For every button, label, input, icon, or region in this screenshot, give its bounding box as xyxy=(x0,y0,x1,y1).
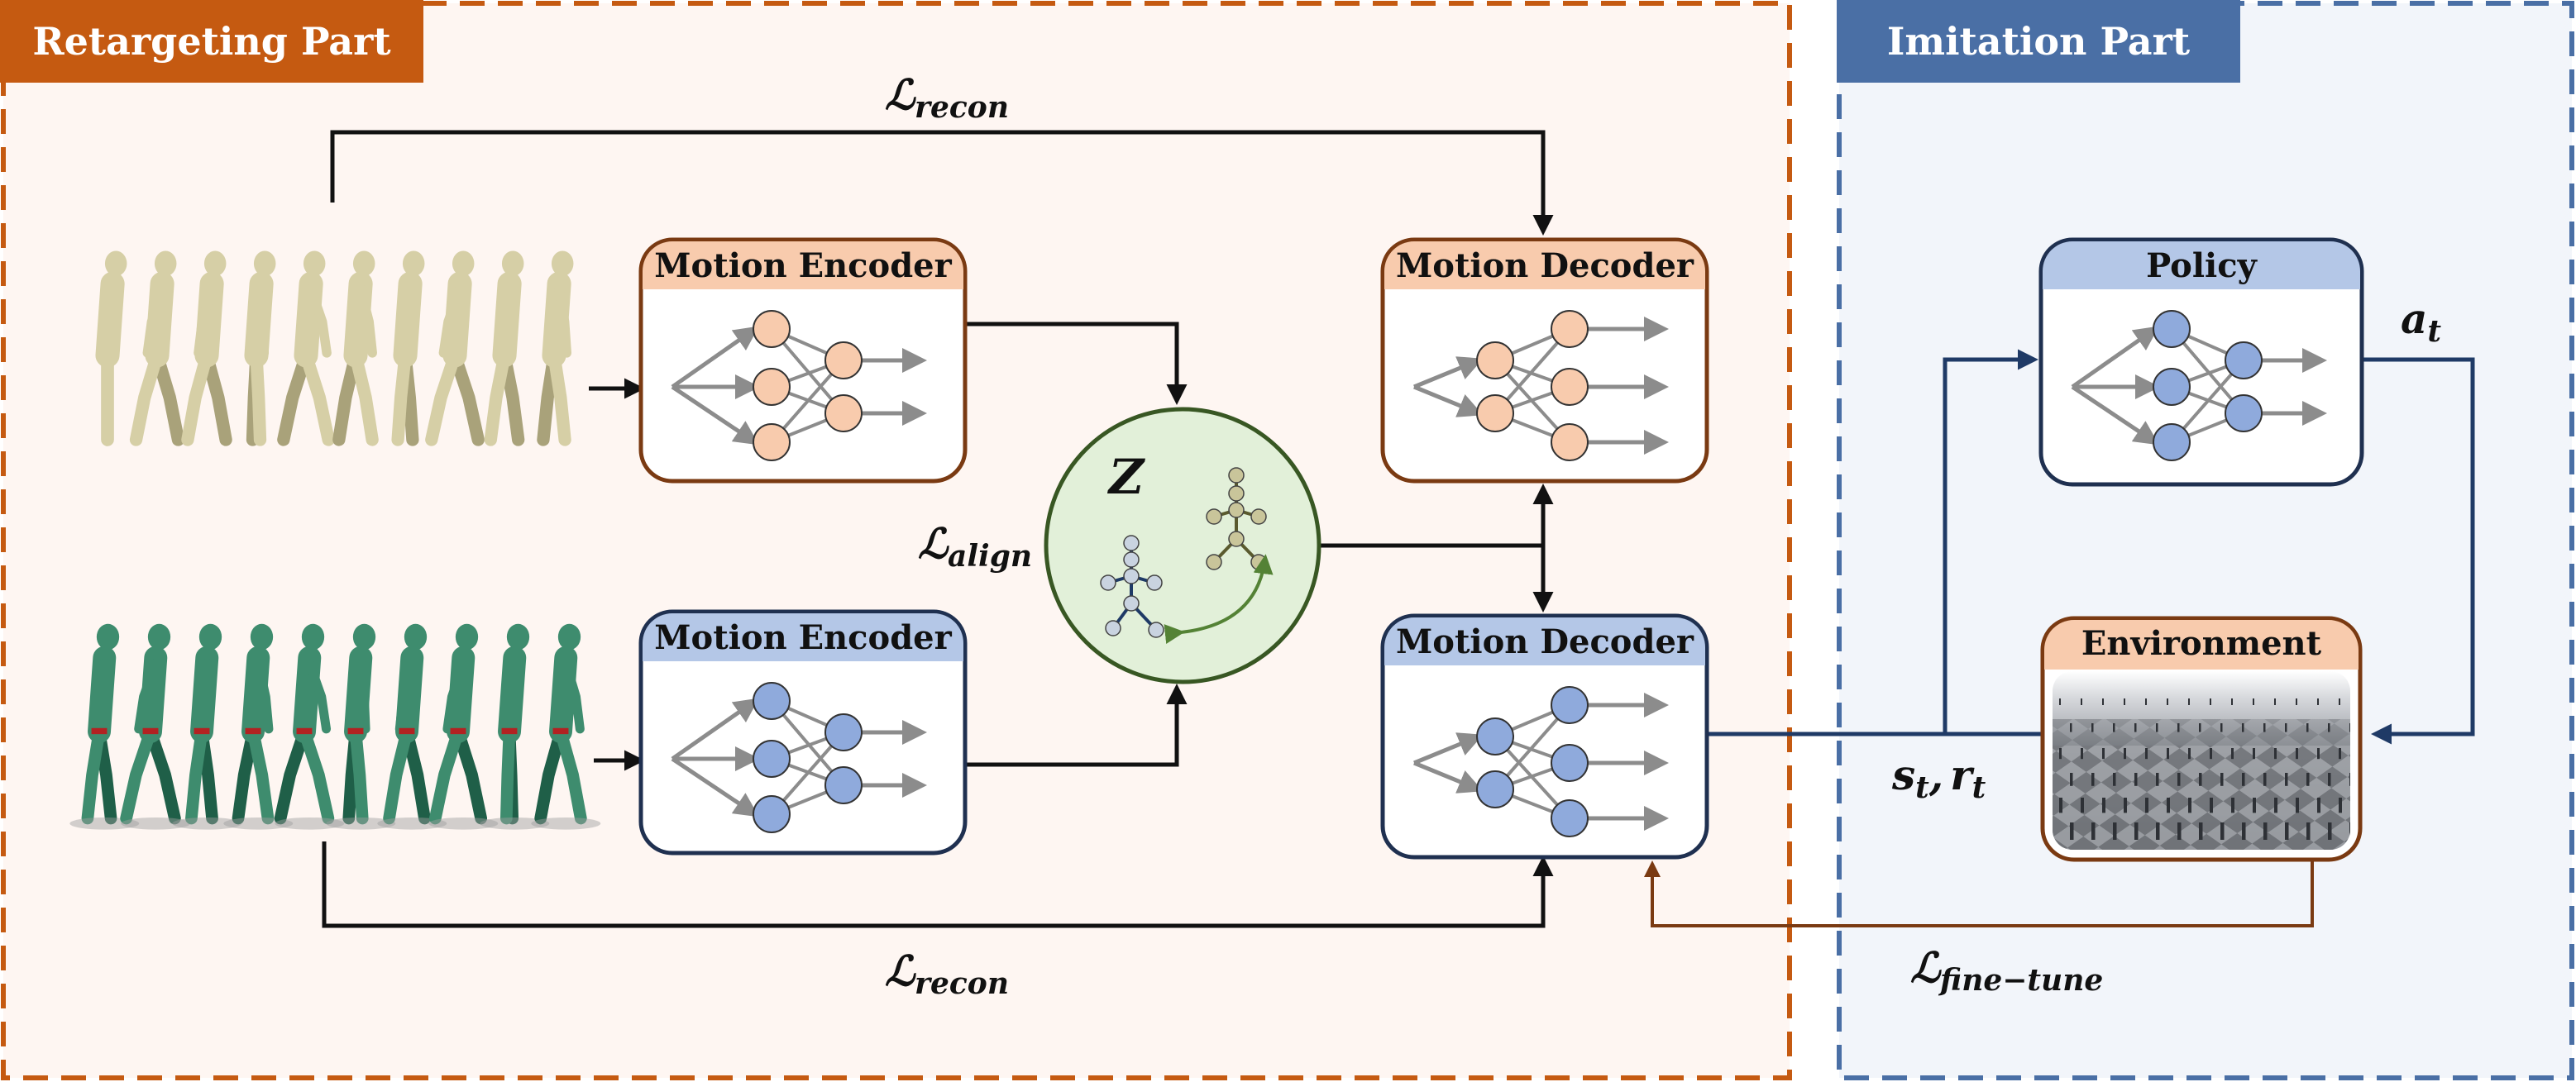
environment-box: Environment xyxy=(2040,616,2363,862)
robot-motion-decoder: Motion Decoder xyxy=(1380,613,1709,860)
robot-figure xyxy=(326,623,396,830)
robot-figure xyxy=(377,623,447,830)
human-figure xyxy=(391,250,425,446)
alignment-arrow xyxy=(1164,554,1274,645)
fine-tune-arrow xyxy=(1644,858,2314,927)
human-motion-encoder: Motion Encoder xyxy=(638,237,968,484)
robot-figure xyxy=(172,623,242,830)
state-reward-label: st,rt xyxy=(1891,751,1986,805)
recon-top-loss: ℒrecon xyxy=(885,70,1009,125)
human-decoder-header xyxy=(1384,241,1705,289)
robot-figure xyxy=(480,623,550,830)
robot-encoder-to-latent-arrow xyxy=(966,684,1188,767)
robot-skeleton-graph xyxy=(1100,535,1164,638)
human-figure xyxy=(244,250,276,446)
environment-title: Environment xyxy=(2081,624,2322,663)
policy-network: Policy xyxy=(2038,237,2364,487)
robot-figure xyxy=(428,623,499,830)
recon-top-arrow xyxy=(330,130,1554,236)
robot-figure xyxy=(120,623,191,830)
policy-header xyxy=(2043,241,2360,289)
robot-motion-sequence xyxy=(69,623,601,830)
latent-space: Z xyxy=(1044,407,1321,684)
retargeting-title-tab xyxy=(0,0,423,83)
retargeting-title: Retargeting Part xyxy=(32,19,391,64)
human-figure xyxy=(537,250,574,446)
human-figure xyxy=(425,250,485,446)
recon-bottom-arrow xyxy=(322,841,1554,928)
neural-network-icon xyxy=(1413,686,1669,837)
imitation-panel: Imitation Part xyxy=(1837,0,2574,1080)
policy-title: Policy xyxy=(2146,246,2258,285)
human-encoder-header xyxy=(643,241,963,289)
human-figure xyxy=(277,250,335,446)
human-encoder-title: Motion Encoder xyxy=(654,246,952,285)
robot-encoder-title: Motion Encoder xyxy=(654,618,952,657)
environment-header xyxy=(2044,620,2359,670)
imitation-title-tab xyxy=(1837,0,2240,83)
human-encoder-to-latent-arrow xyxy=(966,322,1188,405)
neural-network-icon xyxy=(671,682,927,833)
robot-motion-encoder: Motion Encoder xyxy=(638,609,968,856)
robot-figure xyxy=(69,623,140,830)
human-figure xyxy=(129,250,185,446)
human-figure xyxy=(95,250,127,446)
robot-figure xyxy=(223,623,294,830)
connectors xyxy=(322,130,2475,928)
human-motion-decoder: Motion Decoder xyxy=(1380,237,1709,484)
retargeting-panel: Retargeting Part xyxy=(0,0,1792,1080)
neural-network-icon xyxy=(1413,310,1669,461)
robot-encoder-header xyxy=(643,613,963,661)
latent-symbol: Z xyxy=(1107,449,1146,505)
action-label: at xyxy=(2401,294,2441,349)
recon-bottom-loss: ℒrecon xyxy=(885,946,1009,1001)
neural-network-icon xyxy=(2071,310,2327,461)
imitation-title: Imitation Part xyxy=(1887,19,2191,64)
human-motion-sequence xyxy=(95,250,574,446)
robot-decoder-title: Motion Decoder xyxy=(1396,622,1694,661)
robot-decoder-header xyxy=(1384,617,1705,665)
align-loss: ℒalign xyxy=(918,519,1032,574)
human-figure xyxy=(484,250,525,446)
simulation-scene xyxy=(2053,671,2350,850)
simulated-agents xyxy=(2059,698,2350,840)
state-to-policy-arrow xyxy=(1943,349,2038,734)
human-figure xyxy=(181,250,232,446)
human-figure xyxy=(332,250,379,446)
robot-figure xyxy=(531,623,601,830)
neural-network-icon xyxy=(671,310,927,461)
action-to-environment-arrow xyxy=(2362,357,2475,745)
robot-figure xyxy=(274,623,345,830)
human-decoder-title: Motion Decoder xyxy=(1396,246,1694,285)
fine-tune-loss: ℒfine−tune xyxy=(1910,943,2103,998)
latent-circle xyxy=(1044,407,1321,684)
